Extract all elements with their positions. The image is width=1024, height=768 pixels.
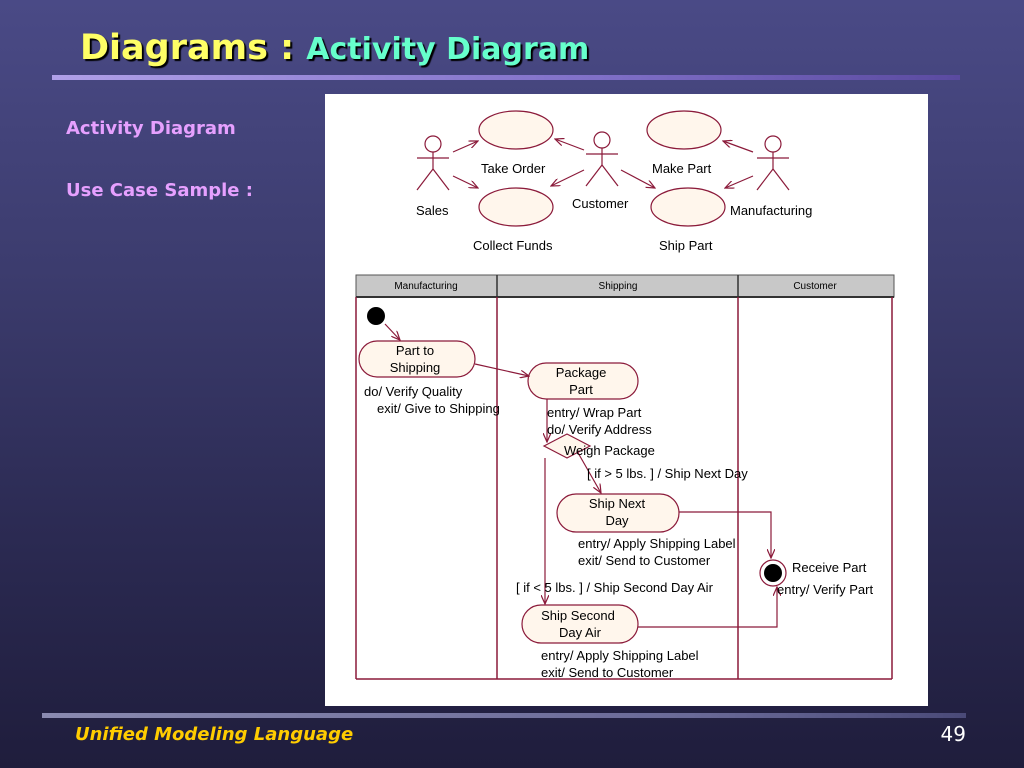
actor-customer-icon <box>585 131 619 187</box>
package-part-do: do/ Verify Address <box>547 422 652 437</box>
part-to-shipping-line2: Shipping <box>390 360 441 375</box>
title-sub: Activity Diagram <box>306 32 590 67</box>
transition-decision-to-next-day <box>576 450 601 493</box>
page-number: 49 <box>940 722 966 746</box>
use-case-label-take-order: Take Order <box>481 161 546 176</box>
diagram-canvas: Sales Customer Manufacturing Take Order … <box>355 110 895 680</box>
assoc-sales-take-order <box>452 141 478 153</box>
title-main: Diagrams <box>80 28 268 68</box>
transition-next-day-to-final <box>679 511 771 558</box>
package-part-entry: entry/ Wrap Part <box>547 405 642 420</box>
assoc-customer-collect-funds <box>551 169 585 186</box>
use-case-collect-funds <box>478 187 554 227</box>
use-case-label-ship-part: Ship Part <box>659 238 713 253</box>
assoc-sales-collect-funds <box>452 175 478 188</box>
transition-part-to-package <box>474 363 529 376</box>
ship-second-day-line1: Ship Second <box>541 608 615 623</box>
activity-ship-second-day-air <box>521 604 639 644</box>
ship-second-day-exit: exit/ Send to Customer <box>541 665 674 680</box>
title-divider <box>52 75 960 80</box>
ship-second-day-entry: entry/ Apply Shipping Label <box>541 648 699 663</box>
actor-manufacturing-icon <box>756 135 790 191</box>
use-case-take-order <box>478 110 554 150</box>
final-node-core <box>764 564 782 582</box>
assoc-manufacturing-make-part <box>723 141 754 153</box>
actor-label-sales: Sales <box>416 203 449 218</box>
title-separator: : <box>267 28 307 68</box>
decision-label: Weigh Package <box>564 443 655 458</box>
activity-diagram: Manufacturing Shipping Customer <box>355 274 895 680</box>
initial-node <box>367 307 385 325</box>
part-to-shipping-line1: Part to <box>396 343 434 358</box>
assoc-customer-ship-part <box>620 169 655 188</box>
actor-label-customer: Customer <box>572 196 629 211</box>
activity-diagram-label: Activity Diagram <box>66 118 236 139</box>
ship-next-day-line2: Day <box>605 513 629 528</box>
transition-initial-to-part <box>384 323 400 340</box>
actor-sales-icon <box>416 135 450 191</box>
activity-package-part <box>527 362 639 400</box>
use-case-label-collect-funds: Collect Funds <box>473 238 553 253</box>
actor-label-manufacturing: Manufacturing <box>730 203 812 218</box>
part-to-shipping-do: do/ Verify Quality <box>364 384 463 399</box>
use-case-sample-label: Use Case Sample : <box>66 180 253 201</box>
ship-second-day-line2: Day Air <box>559 625 602 640</box>
ship-next-day-exit: exit/ Send to Customer <box>578 553 711 568</box>
package-part-line1: Package <box>556 365 607 380</box>
transition-second-day-to-final <box>638 587 777 628</box>
swimlane-header-customer: Customer <box>793 281 837 292</box>
swimlane-header-shipping: Shipping <box>599 281 638 292</box>
ship-next-day-line1: Ship Next <box>589 496 646 511</box>
diagram-panel: Sales Customer Manufacturing Take Order … <box>325 94 928 706</box>
guard-light: [ if < 5 lbs. ] / Ship Second Day Air <box>516 580 714 595</box>
package-part-line2: Part <box>569 382 593 397</box>
guard-heavy: [ if > 5 lbs. ] / Ship Next Day <box>587 466 748 481</box>
receive-part-label: Receive Part <box>792 560 867 575</box>
swimlane-borders <box>355 297 893 680</box>
use-case-label-make-part: Make Part <box>652 161 712 176</box>
assoc-customer-take-order <box>555 139 585 151</box>
use-case-diagram <box>416 110 790 227</box>
assoc-manufacturing-ship-part <box>725 175 754 188</box>
footer-divider <box>42 713 966 718</box>
slide-title: Diagrams : Activity Diagram <box>80 28 589 68</box>
activity-ship-next-day <box>556 493 680 533</box>
activity-part-to-shipping <box>358 340 476 378</box>
part-to-shipping-exit: exit/ Give to Shipping <box>377 401 500 416</box>
receive-part-entry: entry/ Verify Part <box>777 582 873 597</box>
footer-title: Unified Modeling Language <box>75 724 354 745</box>
decision-weigh-package <box>542 433 592 459</box>
use-case-make-part <box>646 110 722 150</box>
ship-next-day-entry: entry/ Apply Shipping Label <box>578 536 736 551</box>
swimlane-header-manufacturing: Manufacturing <box>394 281 457 292</box>
use-case-ship-part <box>650 187 726 227</box>
